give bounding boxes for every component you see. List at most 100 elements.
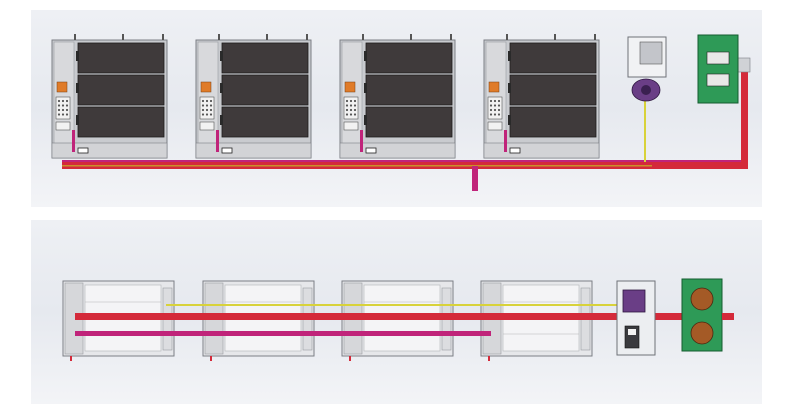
cabinet-door [77,42,165,74]
cabinet-display [55,121,71,131]
top-bolt [74,34,76,40]
top-control-display [628,329,636,335]
exchanger-window [706,73,730,87]
top-main-red-pipe [75,313,733,320]
top-bolt [306,34,308,40]
keypad-button [57,99,61,103]
top-bolt [506,34,508,40]
cabinet-orange-panel [344,81,356,93]
keypad-button [65,104,69,107]
keypad-button [61,113,65,116]
cabinet-base [51,142,168,159]
cabinet-keypad [343,96,359,120]
keypad-button [201,99,205,103]
keypad-button [353,104,357,107]
cabinet-foot-marker [70,356,72,361]
top-heat-exchanger [681,278,734,352]
keypad-button [497,108,501,112]
cabinet-keypad [55,96,71,120]
exchanger-outlet-pipe [722,313,734,320]
keypad-button [61,108,65,112]
keypad-button [201,113,205,116]
keypad-button [345,104,349,107]
front-control-box [627,36,667,102]
door-hinge [76,115,79,125]
cabinet-pipe-connector [72,130,75,152]
front-oven-cabinet [51,34,168,159]
front-magenta-drop-pipe [472,166,478,191]
front-view [51,34,751,191]
top-oven-cabinet [62,280,175,361]
keypad-button [489,99,493,103]
front-heat-exchanger [697,34,751,104]
cabinet-door [221,106,309,138]
top-oven-cabinet [202,280,315,361]
pump-core [641,85,651,95]
front-oven-cabinet [483,34,600,159]
keypad-button [209,113,213,116]
door-hinge [76,83,79,93]
keypad-button [209,99,213,103]
door-hinge [220,83,223,93]
cabinet-keypad [199,96,215,120]
front-magenta-pipe [62,160,748,162]
cabinet-orange-panel [56,81,68,93]
front-orange-pipe [62,165,652,167]
base-vent [365,147,377,154]
door-hinge [220,51,223,61]
keypad-button [493,113,497,116]
keypad-button [61,99,65,103]
keypad-button [65,108,69,112]
cabinet-display [199,121,215,131]
top-bolt [362,34,364,40]
top-bolt [122,34,124,40]
keypad-button [205,104,209,107]
keypad-button [349,113,353,116]
door-hinge [364,83,367,93]
cabinet-door [77,74,165,106]
keypad-button [497,104,501,107]
keypad-button [61,104,65,107]
top-control-box [616,280,656,356]
cabinet-door [509,74,597,106]
cabinet-door [509,106,597,138]
keypad-button [353,99,357,103]
door-hinge [508,115,511,125]
base-vent [77,147,89,154]
keypad-button [345,99,349,103]
keypad-button [497,113,501,116]
top-bolt [594,34,596,40]
door-hinge [220,115,223,125]
keypad-button [201,104,205,107]
top-bolt [554,34,556,40]
control-box-inner [639,41,663,65]
cabinet-foot-marker [488,356,490,361]
cabinet-foot-marker [210,356,212,361]
cabinet-orange-panel [488,81,500,93]
keypad-button [349,104,353,107]
top-oven-cabinet [341,280,454,361]
top-view [62,278,734,361]
cabinet-door [77,106,165,138]
exchanger-port [690,287,714,311]
cabinet-door [365,74,453,106]
keypad-button [205,108,209,112]
cabinet-pipe-connector [360,130,363,152]
cabinet-pipe-connector [216,130,219,152]
exchanger-window [706,51,730,65]
exchanger-port [690,321,714,345]
cabinet-pipe-connector [504,130,507,152]
keypad-button [345,108,349,112]
door-hinge [508,51,511,61]
keypad-button [205,99,209,103]
keypad-button [489,108,493,112]
cabinet-display [487,121,503,131]
green-exchanger-body [697,34,739,104]
cabinet-keypad [487,96,503,120]
cabinet-base [483,142,600,159]
keypad-button [493,99,497,103]
keypad-button [65,99,69,103]
door-hinge [364,51,367,61]
top-bolt [218,34,220,40]
door-hinge [508,83,511,93]
